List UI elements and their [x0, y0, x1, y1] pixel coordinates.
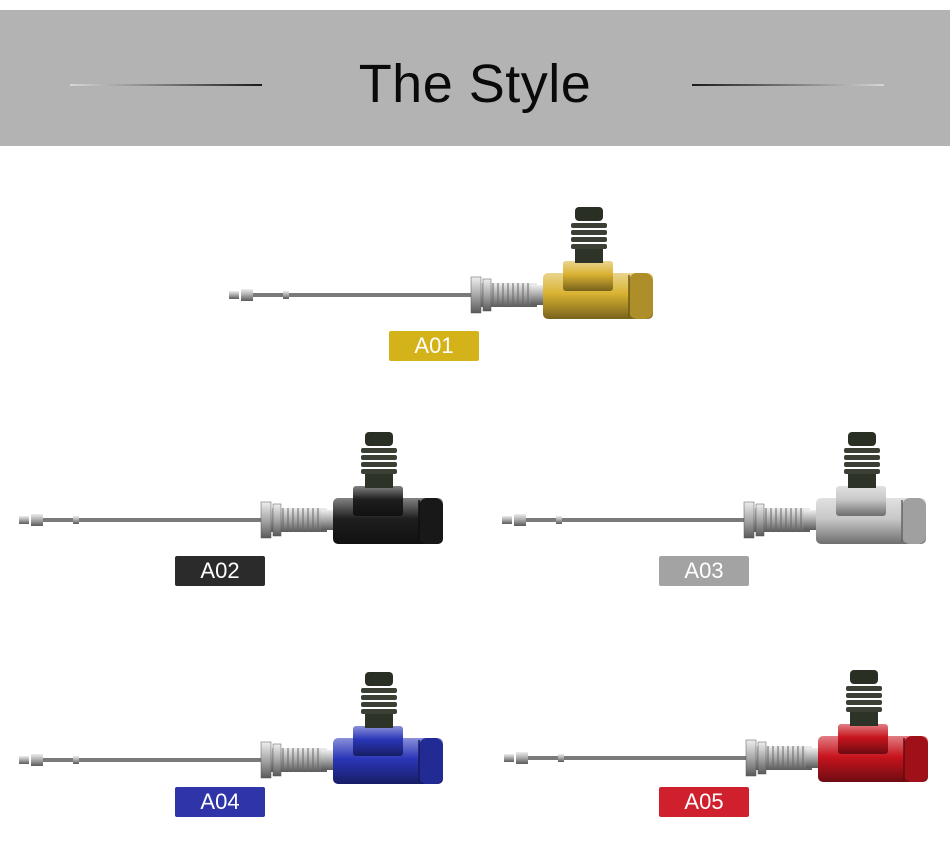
end-cap — [902, 498, 926, 544]
push-rod — [522, 756, 752, 760]
rod-end-nut-2 — [31, 514, 43, 526]
adjuster-collar — [806, 748, 818, 768]
badge-a05: A05 — [659, 787, 749, 817]
push-rod — [37, 758, 267, 762]
rod-end-nut — [502, 516, 512, 524]
reservoir-boss — [563, 261, 613, 291]
header-line-left — [70, 84, 262, 86]
end-cap — [904, 736, 928, 782]
end-cap — [629, 273, 653, 319]
lock-nut-1 — [745, 739, 757, 777]
adjuster-collar — [321, 750, 333, 770]
spring-coil — [361, 448, 397, 453]
banjo-base — [848, 474, 876, 488]
product-a02[interactable] — [15, 430, 455, 555]
lock-nut-2 — [272, 503, 282, 537]
banjo-bolt-head — [365, 672, 393, 686]
adjuster-collar — [804, 510, 816, 530]
end-cap — [419, 738, 443, 784]
spring-coil — [361, 469, 397, 474]
product-a03[interactable] — [498, 430, 938, 555]
spring-coil — [844, 469, 880, 474]
spring-coil — [844, 455, 880, 460]
lock-nut-1 — [743, 501, 755, 539]
spring-coil — [846, 707, 882, 712]
cylinder-image-a03 — [502, 432, 926, 544]
spring-coil — [846, 700, 882, 705]
rod-end-nut-2 — [241, 289, 253, 301]
rod-end-nut-2 — [31, 754, 43, 766]
spring-coil — [361, 709, 397, 714]
push-rod — [520, 518, 750, 522]
cylinder-image-a04 — [19, 672, 443, 784]
rod-end-nut-2 — [516, 752, 528, 764]
push-rod — [247, 293, 477, 297]
lock-nut-1 — [260, 501, 272, 539]
banjo-bolt-head — [848, 432, 876, 446]
badge-a02: A02 — [175, 556, 265, 586]
badge-a01: A01 — [389, 331, 479, 361]
spring-coil — [571, 244, 607, 249]
banjo-bolt-head — [575, 207, 603, 221]
banjo-base — [365, 714, 393, 728]
push-rod — [37, 518, 267, 522]
lock-nut-2 — [482, 278, 492, 312]
banjo-bolt-head — [850, 670, 878, 684]
spring-coil — [361, 462, 397, 467]
rod-collar — [556, 516, 562, 524]
cylinder-image-a02 — [19, 432, 443, 544]
lock-nut-2 — [755, 503, 765, 537]
spring-coil — [844, 462, 880, 467]
rod-collar — [558, 754, 564, 762]
banjo-bolt-head — [365, 432, 393, 446]
rod-end-nut — [19, 516, 29, 524]
spring-coil — [361, 688, 397, 693]
rod-end-nut — [19, 756, 29, 764]
banjo-base — [575, 249, 603, 263]
reservoir-boss — [353, 726, 403, 756]
spring-coil — [361, 695, 397, 700]
cylinder-image-a01 — [229, 207, 653, 319]
rod-collar — [73, 516, 79, 524]
rod-end-nut — [504, 754, 514, 762]
adjuster-collar — [531, 285, 543, 305]
spring-coil — [361, 702, 397, 707]
product-a04[interactable] — [15, 670, 455, 795]
reservoir-boss — [838, 724, 888, 754]
header-banner: The Style — [0, 10, 950, 146]
lock-nut-2 — [272, 743, 282, 777]
rod-collar — [73, 756, 79, 764]
page-title: The Style — [358, 54, 592, 114]
spring-coil — [844, 448, 880, 453]
adjuster-collar — [321, 510, 333, 530]
product-a05[interactable] — [500, 668, 940, 793]
badge-a03: A03 — [659, 556, 749, 586]
banjo-base — [365, 474, 393, 488]
cylinder-image-a05 — [504, 670, 928, 782]
rod-end-nut-2 — [514, 514, 526, 526]
reservoir-boss — [353, 486, 403, 516]
lock-nut-1 — [260, 741, 272, 779]
badge-a04: A04 — [175, 787, 265, 817]
rod-collar — [283, 291, 289, 299]
lock-nut-1 — [470, 276, 482, 314]
spring-coil — [846, 686, 882, 691]
header-line-right — [692, 84, 884, 86]
spring-coil — [571, 237, 607, 242]
reservoir-boss — [836, 486, 886, 516]
product-a01[interactable] — [225, 205, 665, 330]
spring-coil — [846, 693, 882, 698]
lock-nut-2 — [757, 741, 767, 775]
rod-end-nut — [229, 291, 239, 299]
spring-coil — [361, 455, 397, 460]
spring-coil — [571, 230, 607, 235]
spring-coil — [571, 223, 607, 228]
end-cap — [419, 498, 443, 544]
banjo-base — [850, 712, 878, 726]
